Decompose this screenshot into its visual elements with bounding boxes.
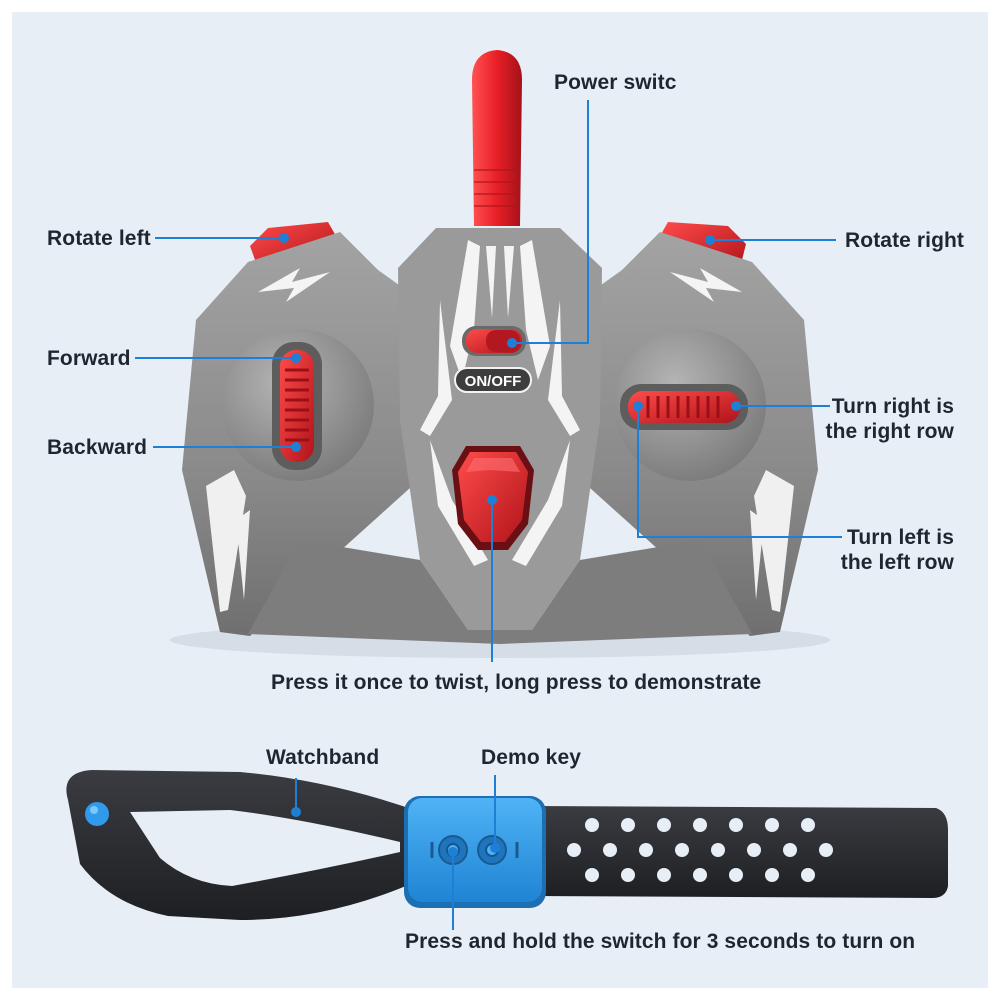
antenna [472, 50, 522, 226]
label-demo-key: Demo key [481, 746, 582, 769]
label-turn-right: Turn right is the right row [800, 394, 954, 444]
leader-power-switch [512, 100, 589, 344]
watchband-device [66, 770, 948, 920]
label-watchband: Watchband [266, 746, 380, 769]
lightning-decal-left [258, 268, 330, 302]
label-forward: Forward [47, 347, 131, 370]
leader-dots [279, 233, 741, 857]
left-right-rocker[interactable] [620, 384, 748, 430]
power-switch[interactable] [462, 326, 526, 356]
label-turn-left-line1: Turn left is [847, 526, 954, 549]
label-turn-left-line2: the left row [840, 551, 954, 574]
forward-backward-rocker[interactable] [272, 342, 322, 470]
label-demo-press: Press it once to twist, long press to de… [271, 671, 762, 694]
label-turn-left: Turn left is the left row [800, 525, 954, 575]
onoff-text: ON/OFF [465, 373, 522, 390]
onoff-plate [454, 367, 532, 393]
leader-turn-left [637, 406, 842, 538]
label-power-switch: Power switc [554, 71, 677, 94]
decal-stripes [420, 240, 580, 566]
band-stud[interactable] [85, 802, 109, 826]
label-press-hold: Press and hold the switch for 3 seconds … [405, 930, 916, 953]
watch-module [404, 796, 546, 908]
label-backward: Backward [47, 436, 148, 459]
label-turn-right-line1: Turn right is [831, 395, 954, 418]
strap-holes [567, 818, 833, 882]
remote-controller: ON/OFF [170, 50, 830, 658]
label-turn-right-line2: the right row [825, 420, 954, 443]
leader-lines [135, 100, 842, 930]
label-rotate-left: Rotate left [47, 227, 151, 250]
center-body [398, 228, 602, 630]
label-rotate-right: Rotate right [845, 229, 965, 252]
lightning-decal-right [670, 268, 742, 302]
